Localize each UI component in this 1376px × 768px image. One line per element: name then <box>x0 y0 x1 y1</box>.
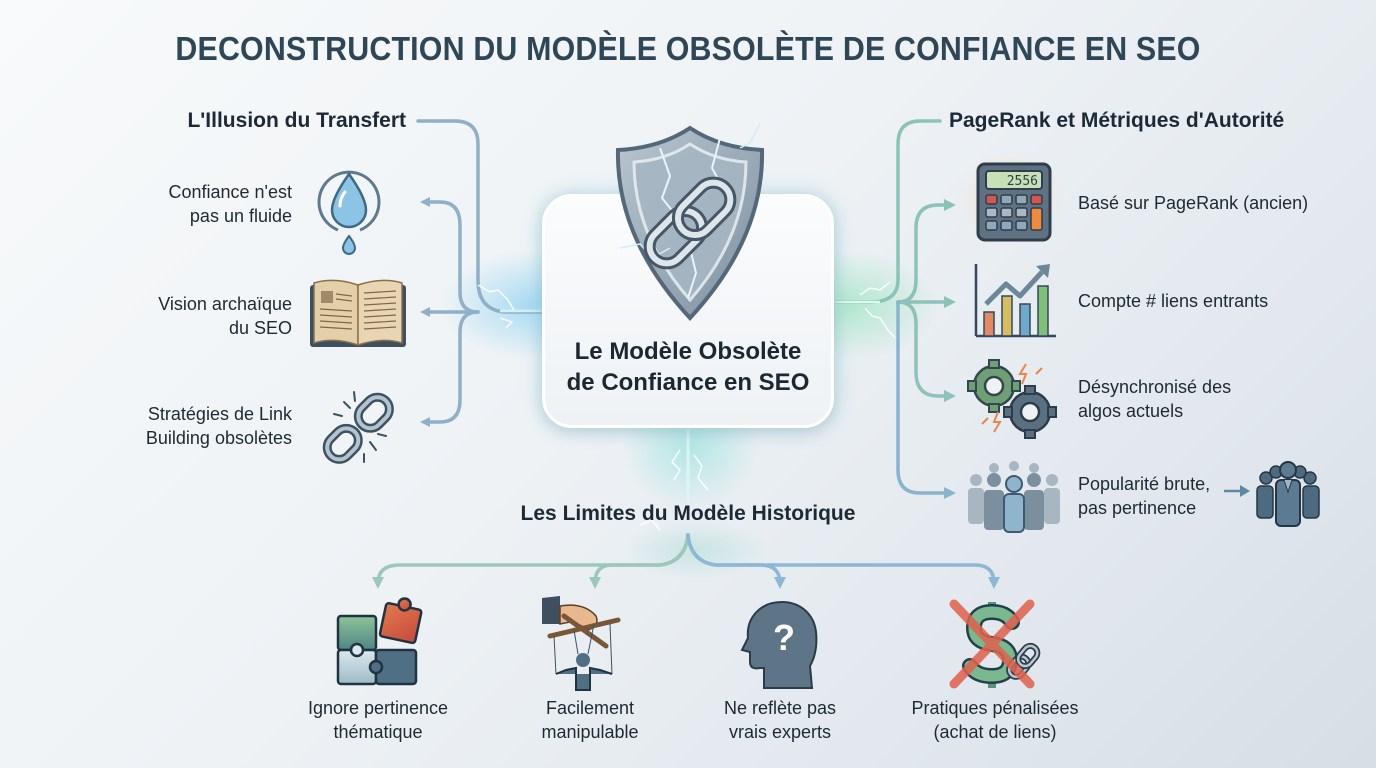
left-item-3-label: Stratégies de Link Building obsolètes <box>145 404 292 448</box>
right-item-1-label: Basé sur PageRank (ancien) <box>1078 193 1309 213</box>
right-section-title: PageRank et Métriques d'Autorité <box>949 109 1285 132</box>
left-section-title: L'Illusion du Transfert <box>187 109 406 132</box>
right-item-3-label: Désynchronisé des algos actuels <box>1078 377 1232 421</box>
center-title: Le Modèle Obsolète de Confiance en SEO <box>542 336 834 398</box>
bottom-item-2-label: Facilement manipulable <box>541 698 639 742</box>
glow-bottom <box>620 420 760 510</box>
center-title-line1: Le Modèle Obsolète <box>574 338 802 365</box>
left-item-2-label: Vision archaïque du SEO <box>158 294 292 338</box>
svg-text:?: ? <box>773 617 795 658</box>
arrow-right-icon <box>1224 485 1250 497</box>
puzzle-icon <box>336 597 423 686</box>
page-title: DECONSTRUCTION DU MODÈLE OBSOLÈTE DE CON… <box>175 30 1201 67</box>
broken-chain-icon <box>322 391 394 464</box>
puppet-icon <box>542 596 621 691</box>
left-item-1-label: Confiance n'est pas un fluide <box>168 182 292 226</box>
expert-group-icon <box>1256 461 1320 527</box>
center-title-line2: de Confiance en SEO <box>566 369 810 396</box>
bar-chart-icon <box>974 264 1056 338</box>
bottom-section-title: Les Limites du Modèle Historique <box>520 502 856 525</box>
calculator-display: 2556 <box>1007 174 1038 189</box>
right-item-4-label: Popularité brute, pas pertinence <box>1078 474 1211 518</box>
crowd-icon <box>968 461 1060 533</box>
bottom-item-3-label: Ne reflète pas vrais experts <box>723 698 837 742</box>
calculator-icon: 2556 <box>976 162 1052 242</box>
right-item-2-label: Compte # liens entrants <box>1078 291 1269 311</box>
head-question-icon: ? <box>740 600 818 689</box>
glow-bottom-branch <box>620 520 770 580</box>
bottom-item-1-label: Ignore pertinence thématique <box>307 698 449 742</box>
gears-icon <box>967 359 1057 439</box>
old-book-icon <box>310 279 406 347</box>
crossed-money-link-icon <box>949 599 1041 689</box>
water-drop-icon <box>317 170 381 255</box>
bottom-item-4-label: Pratiques pénalisées (achat de liens) <box>911 698 1079 742</box>
broken-shield-chain-icon <box>615 122 765 321</box>
